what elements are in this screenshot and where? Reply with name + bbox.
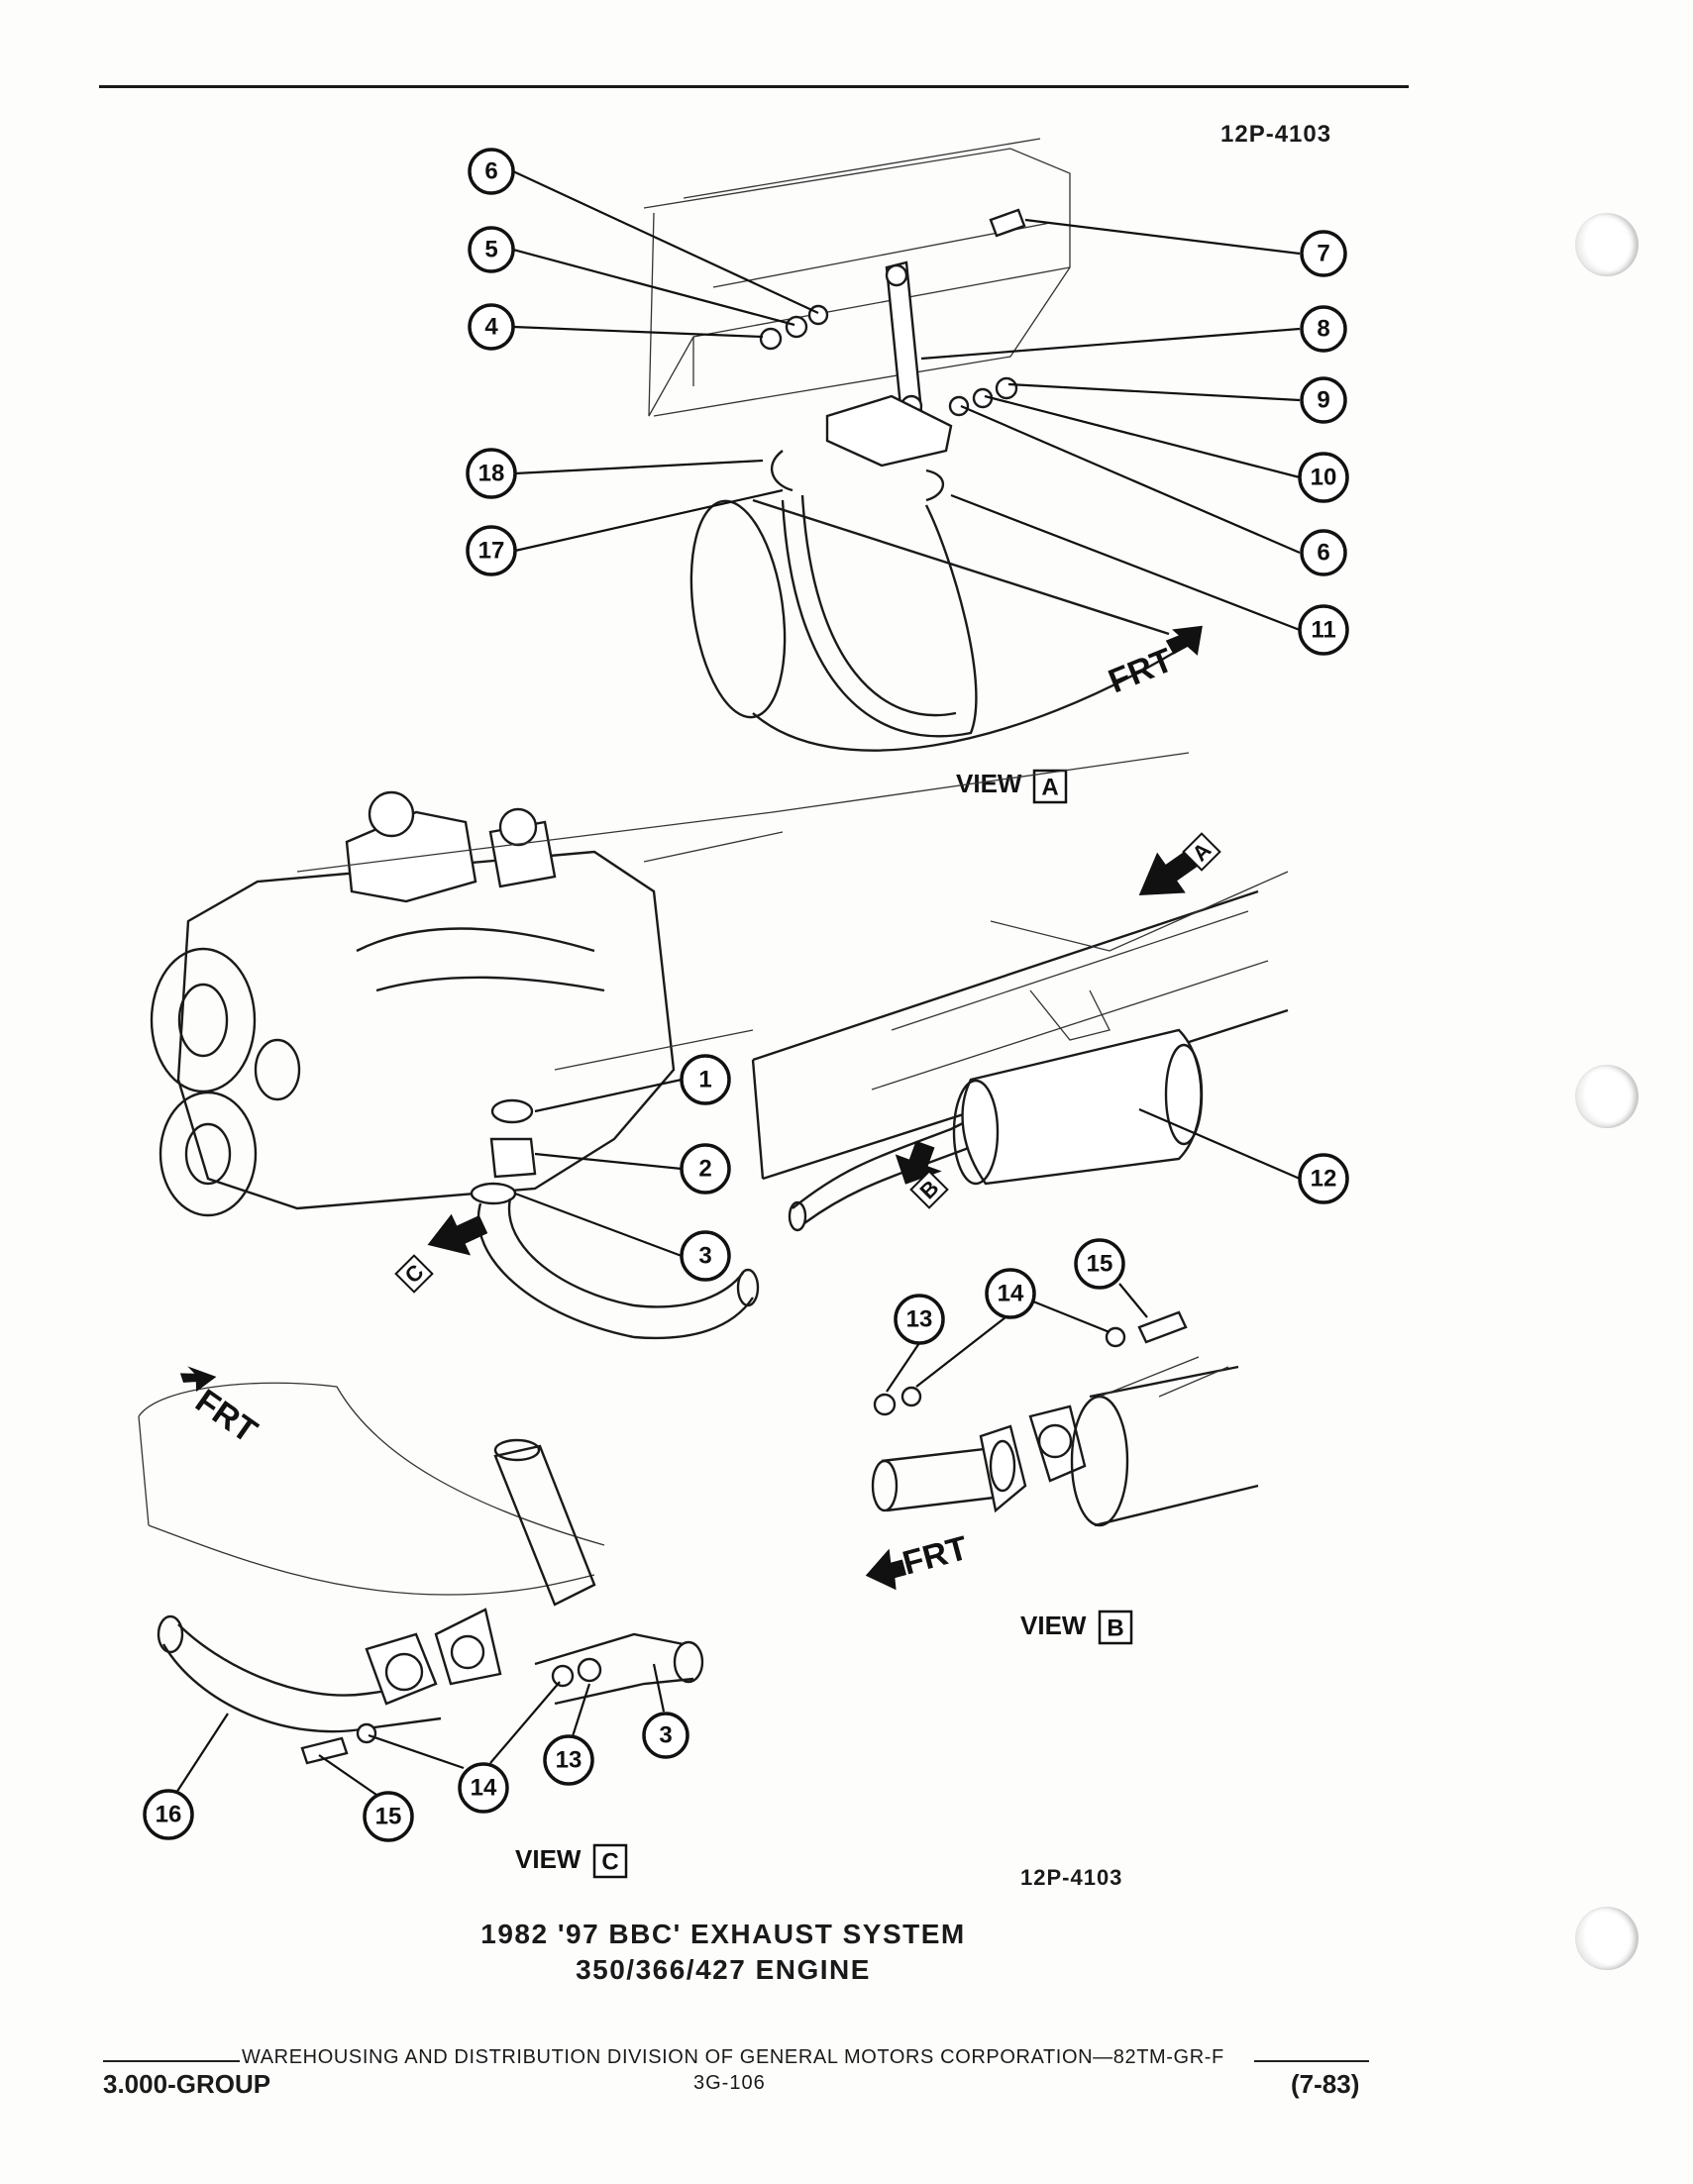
- view-a-hanger-drawing: [643, 138, 1190, 752]
- svg-text:VIEW: VIEW: [1020, 1611, 1087, 1640]
- footer-publisher-line: WAREHOUSING AND DISTRIBUTION DIVISION OF…: [242, 2046, 1224, 2068]
- svg-text:FRT: FRT: [188, 1382, 264, 1450]
- svg-text:FRT: FRT: [1104, 641, 1179, 700]
- callout-6-view-a-top: 6: [468, 148, 819, 314]
- callout-14-view-b: 14: [915, 1268, 1111, 1388]
- svg-text:13: 13: [556, 1747, 582, 1774]
- callout-4-view-a: 4: [468, 303, 764, 351]
- svg-text:13: 13: [906, 1306, 933, 1333]
- engine-assembly-drawing: [150, 752, 1289, 1340]
- callout-9-view-a: 9: [1007, 376, 1347, 424]
- svg-text:3: 3: [659, 1722, 672, 1749]
- svg-text:14: 14: [471, 1775, 497, 1802]
- svg-text:C: C: [601, 1849, 618, 1876]
- callout-1-main: 1: [534, 1054, 731, 1113]
- footer-rule-left: [103, 2060, 240, 2062]
- callout-12-main: 12: [1138, 1107, 1349, 1204]
- svg-text:3: 3: [698, 1243, 711, 1270]
- binder-hole-top: [1575, 213, 1639, 276]
- svg-text:6: 6: [1317, 540, 1329, 567]
- svg-text:1: 1: [698, 1067, 711, 1093]
- callout-10-view-a: 10: [984, 394, 1349, 503]
- svg-text:8: 8: [1317, 316, 1329, 343]
- callout-3-main: 3: [514, 1192, 731, 1282]
- figure-title: 1982 '97 BBC' EXHAUST SYSTEM: [480, 1919, 966, 1949]
- drawing-number-top: 12P-4103: [1220, 121, 1332, 148]
- svg-text:VIEW: VIEW: [515, 1844, 582, 1874]
- drawing-number-bottom: 12P-4103: [1020, 1865, 1123, 1890]
- svg-text:A: A: [1041, 775, 1058, 801]
- callout-16-view-c: 16: [143, 1713, 229, 1840]
- callout-2-main: 2: [534, 1143, 731, 1195]
- callout-5-view-a: 5: [468, 226, 795, 327]
- callout-13-view-c: 13: [543, 1683, 594, 1786]
- callout-15-view-b: 15: [1074, 1238, 1148, 1318]
- svg-text:16: 16: [156, 1802, 182, 1828]
- svg-text:15: 15: [1087, 1251, 1113, 1278]
- view-b-label: VIEW B: [1020, 1610, 1133, 1645]
- footer-group-number: 3.000-GROUP: [103, 2069, 271, 2099]
- view-a-marker: A: [1138, 832, 1221, 896]
- header-rule: [99, 85, 1409, 88]
- svg-text:17: 17: [478, 538, 505, 565]
- figure-subtitle: 350/366/427 ENGINE: [576, 1954, 871, 1985]
- callout-15-view-c: 15: [318, 1754, 414, 1842]
- footer-revision-date: (7-83): [1291, 2069, 1360, 2099]
- frt-arrow-view-c: FRT: [179, 1366, 265, 1451]
- callout-6-view-a-right: 6: [960, 404, 1347, 576]
- svg-text:4: 4: [484, 314, 498, 341]
- svg-text:5: 5: [484, 237, 497, 263]
- binder-hole-middle: [1575, 1065, 1639, 1128]
- svg-text:12: 12: [1311, 1166, 1337, 1193]
- footer-rule-right: [1254, 2060, 1369, 2062]
- view-a-label: VIEW A: [956, 769, 1068, 804]
- view-b-marker: B: [895, 1140, 949, 1209]
- binder-hole-bottom: [1575, 1907, 1639, 1970]
- callout-13-view-b: 13: [886, 1294, 945, 1393]
- svg-text:6: 6: [484, 158, 497, 185]
- frt-arrow-view-b: FRT: [865, 1529, 972, 1591]
- svg-text:18: 18: [478, 461, 505, 487]
- footer-page-number: 3G-106: [693, 2072, 766, 2094]
- svg-text:FRT: FRT: [899, 1529, 972, 1583]
- svg-text:B: B: [1107, 1615, 1123, 1642]
- callout-11-view-a: 11: [950, 493, 1349, 656]
- svg-text:C: C: [400, 1259, 429, 1288]
- view-c-marker: C: [394, 1213, 488, 1294]
- svg-text:9: 9: [1317, 387, 1329, 414]
- svg-text:15: 15: [375, 1804, 402, 1830]
- svg-text:11: 11: [1311, 617, 1335, 644]
- callout-3-view-c: 3: [642, 1663, 689, 1759]
- view-c-drawing: [138, 1382, 704, 1765]
- callout-17-view-a: 17: [466, 488, 784, 576]
- svg-text:2: 2: [698, 1156, 711, 1183]
- svg-text:B: B: [915, 1176, 944, 1204]
- svg-text:14: 14: [998, 1281, 1024, 1307]
- callout-7-view-a: 7: [1024, 218, 1347, 277]
- callout-18-view-a: 18: [466, 448, 764, 499]
- view-b-drawing: [871, 1310, 1259, 1527]
- svg-text:VIEW: VIEW: [956, 769, 1022, 798]
- svg-text:7: 7: [1317, 241, 1329, 267]
- view-c-label: VIEW C: [515, 1843, 628, 1879]
- svg-text:10: 10: [1311, 465, 1337, 491]
- callout-8-view-a: 8: [920, 305, 1347, 361]
- callout-14-view-c: 14: [368, 1681, 561, 1814]
